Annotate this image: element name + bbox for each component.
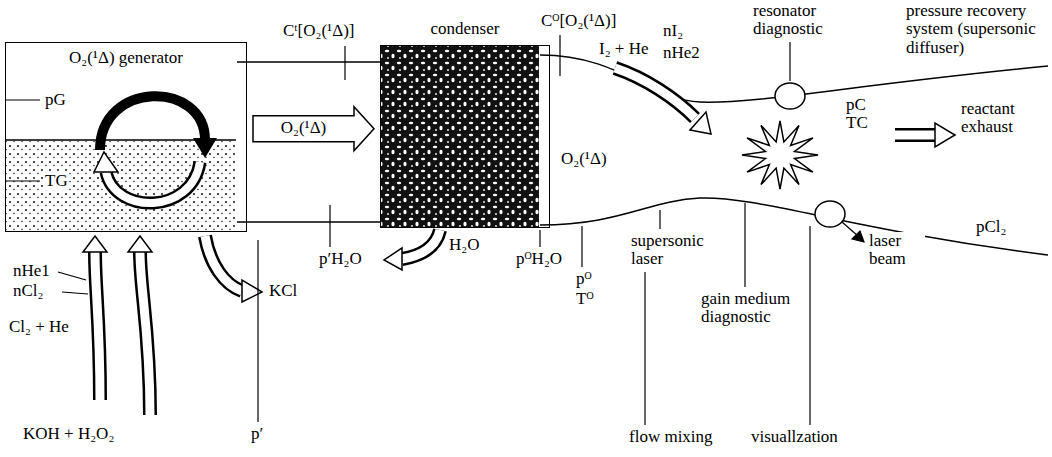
parameter-label: pG bbox=[44, 91, 67, 109]
parameter-label: nHe2 bbox=[662, 44, 701, 62]
parameter-label: pCl₂ bbox=[975, 218, 1008, 236]
condenser-packing bbox=[381, 46, 539, 227]
output-mirror bbox=[815, 201, 845, 227]
box-title: O₂(¹Δ) generator bbox=[6, 43, 246, 68]
hollow-arrows bbox=[83, 68, 955, 415]
parameter-label: pᴼH₂O bbox=[515, 250, 563, 268]
parameter-label: Cl₂ + He bbox=[8, 318, 70, 336]
parameter-label: pᴼ bbox=[575, 270, 593, 288]
condenser-box: condenser bbox=[380, 45, 550, 228]
parameter-label: nHe1 bbox=[12, 262, 51, 280]
starburst-outline bbox=[742, 121, 818, 189]
parameter-label: H₂O bbox=[448, 236, 480, 254]
duct bbox=[237, 55, 1048, 255]
parameter-label: p′ bbox=[250, 425, 264, 443]
flow-arrow bbox=[253, 107, 374, 151]
parameter-label: O₂(¹Δ) bbox=[560, 150, 608, 168]
parameter-label: flow mixing bbox=[628, 428, 714, 446]
parameter-label: visuallzation bbox=[750, 428, 839, 446]
parameter-label: gain medium diagnostic bbox=[700, 290, 797, 327]
parameter-label: I₂ + He bbox=[598, 40, 650, 58]
parameter-label: pC bbox=[845, 96, 867, 114]
parameter-label: supersonic laser bbox=[630, 232, 712, 269]
parameter-label: KCl bbox=[268, 282, 298, 300]
parameter-label: KOH + H₂O₂ bbox=[22, 425, 115, 443]
parameter-label: nCl₂ bbox=[12, 282, 45, 300]
parameter-label: laser beam bbox=[868, 232, 925, 269]
parameter-label: Cᴼ[O₂(¹Δ)] bbox=[540, 12, 617, 30]
box-title: condenser bbox=[381, 20, 549, 39]
parameter-label: Tᴼ bbox=[575, 290, 595, 308]
circulation-arrows bbox=[94, 96, 217, 203]
generator-box: O₂(¹Δ) generator bbox=[5, 42, 247, 232]
parameter-label: resonator diagnostic bbox=[752, 2, 854, 39]
parameter-label: TC bbox=[845, 114, 869, 132]
resonator-mirror bbox=[775, 83, 805, 109]
parameter-label: reactant exhaust bbox=[960, 100, 1042, 137]
edge-label: O₂(¹Δ) bbox=[280, 119, 328, 138]
laser-starburst bbox=[742, 121, 818, 189]
parameter-label: pressure recovery system (supersonic dif… bbox=[905, 2, 1047, 57]
parameter-label: p′H₂O bbox=[318, 250, 363, 268]
parameter-label: TG bbox=[44, 172, 69, 190]
parameter-label: nI₂ bbox=[662, 22, 684, 40]
parameter-label: Cᵗ[O₂(¹Δ)] bbox=[282, 22, 355, 40]
leader-lines bbox=[5, 35, 864, 425]
liquid bbox=[6, 140, 236, 231]
